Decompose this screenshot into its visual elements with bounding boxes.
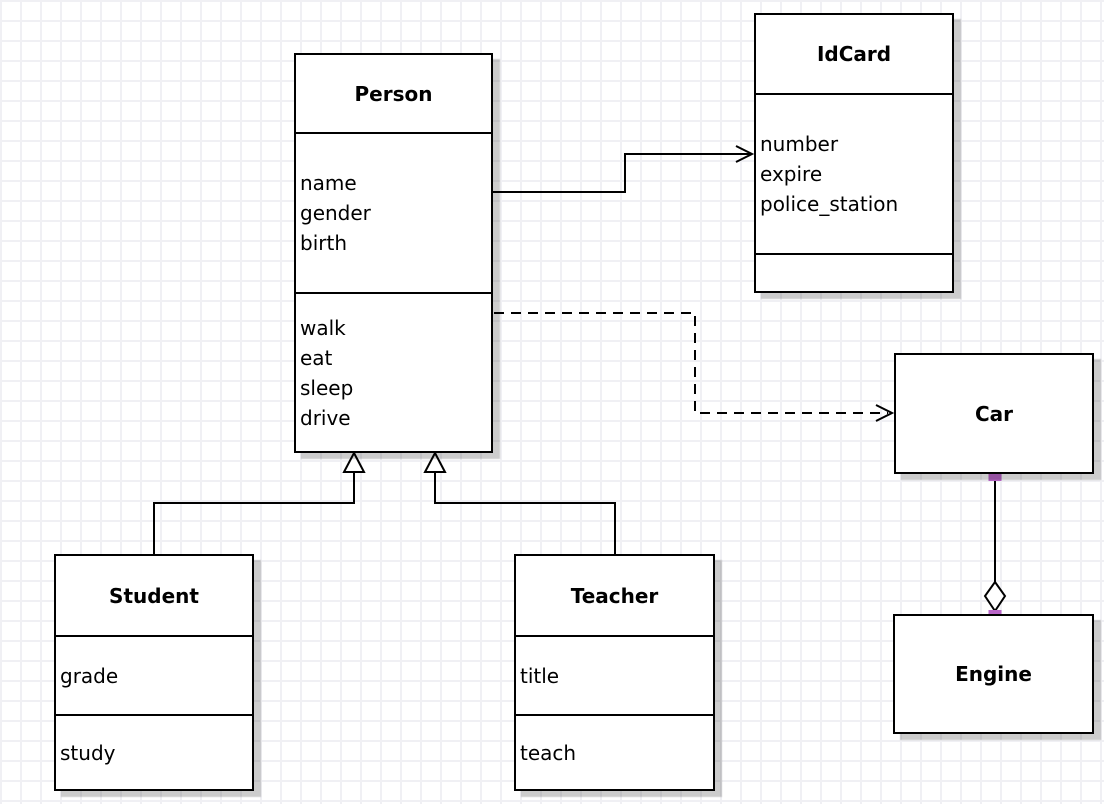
class-attribute: police_station — [760, 192, 899, 216]
class-title: Teacher — [516, 556, 713, 637]
dependency-person-car[interactable] — [494, 312, 895, 422]
class-attribute: expire — [760, 162, 823, 186]
class-title: Car — [974, 401, 1014, 426]
hollow-diamond-icon — [983, 580, 1007, 613]
class-attributes-section: name gender birth — [296, 134, 491, 294]
class-attributes-section: grade — [56, 637, 252, 716]
class-box-idcard[interactable]: IdCard number expire police_station — [754, 13, 954, 293]
class-attribute: grade — [60, 663, 119, 688]
class-box-person[interactable]: Person name gender birth walk eat sleep … — [294, 53, 493, 453]
edge-line[interactable] — [494, 312, 888, 414]
class-title: Student — [56, 556, 252, 637]
class-title: IdCard — [756, 15, 952, 95]
class-attribute: name — [300, 171, 357, 195]
class-method: sleep — [300, 375, 354, 400]
edge-line[interactable] — [434, 472, 616, 554]
class-method: study — [60, 740, 116, 765]
open-arrowhead-icon — [735, 145, 755, 163]
class-box-engine[interactable]: Engine — [893, 614, 1094, 734]
class-methods-section — [756, 255, 952, 291]
class-method: drive — [300, 405, 351, 430]
class-attribute: gender — [300, 201, 371, 225]
class-methods-section: walk eat sleep drive — [296, 294, 491, 451]
generalization-teacher-person[interactable] — [423, 450, 616, 554]
class-attribute: birth — [300, 231, 347, 255]
edge-line[interactable] — [493, 153, 750, 193]
class-methods-section: teach — [516, 716, 713, 789]
class-title: Engine — [955, 662, 1032, 686]
class-method: eat — [300, 345, 333, 370]
class-box-car[interactable]: Car — [894, 353, 1094, 474]
aggregation-car-engine[interactable] — [983, 468, 1007, 623]
hollow-triangle-icon — [342, 450, 366, 473]
class-methods-section: study — [56, 716, 252, 789]
class-attributes-section: number expire police_station — [756, 95, 952, 255]
open-arrowhead-icon — [875, 404, 895, 422]
hollow-triangle-icon — [423, 450, 447, 473]
class-title: Person — [296, 55, 491, 134]
class-method: walk — [300, 315, 346, 340]
edge-line[interactable] — [153, 472, 355, 554]
class-attributes-section: title — [516, 637, 713, 716]
generalization-student-person[interactable] — [153, 450, 366, 554]
class-method: teach — [520, 740, 577, 765]
class-box-teacher[interactable]: Teacher title teach — [514, 554, 715, 791]
association-person-idcard[interactable] — [493, 145, 755, 193]
class-attribute: number — [760, 132, 839, 156]
class-box-student[interactable]: Student grade study — [54, 554, 254, 791]
class-attribute: title — [520, 663, 560, 688]
